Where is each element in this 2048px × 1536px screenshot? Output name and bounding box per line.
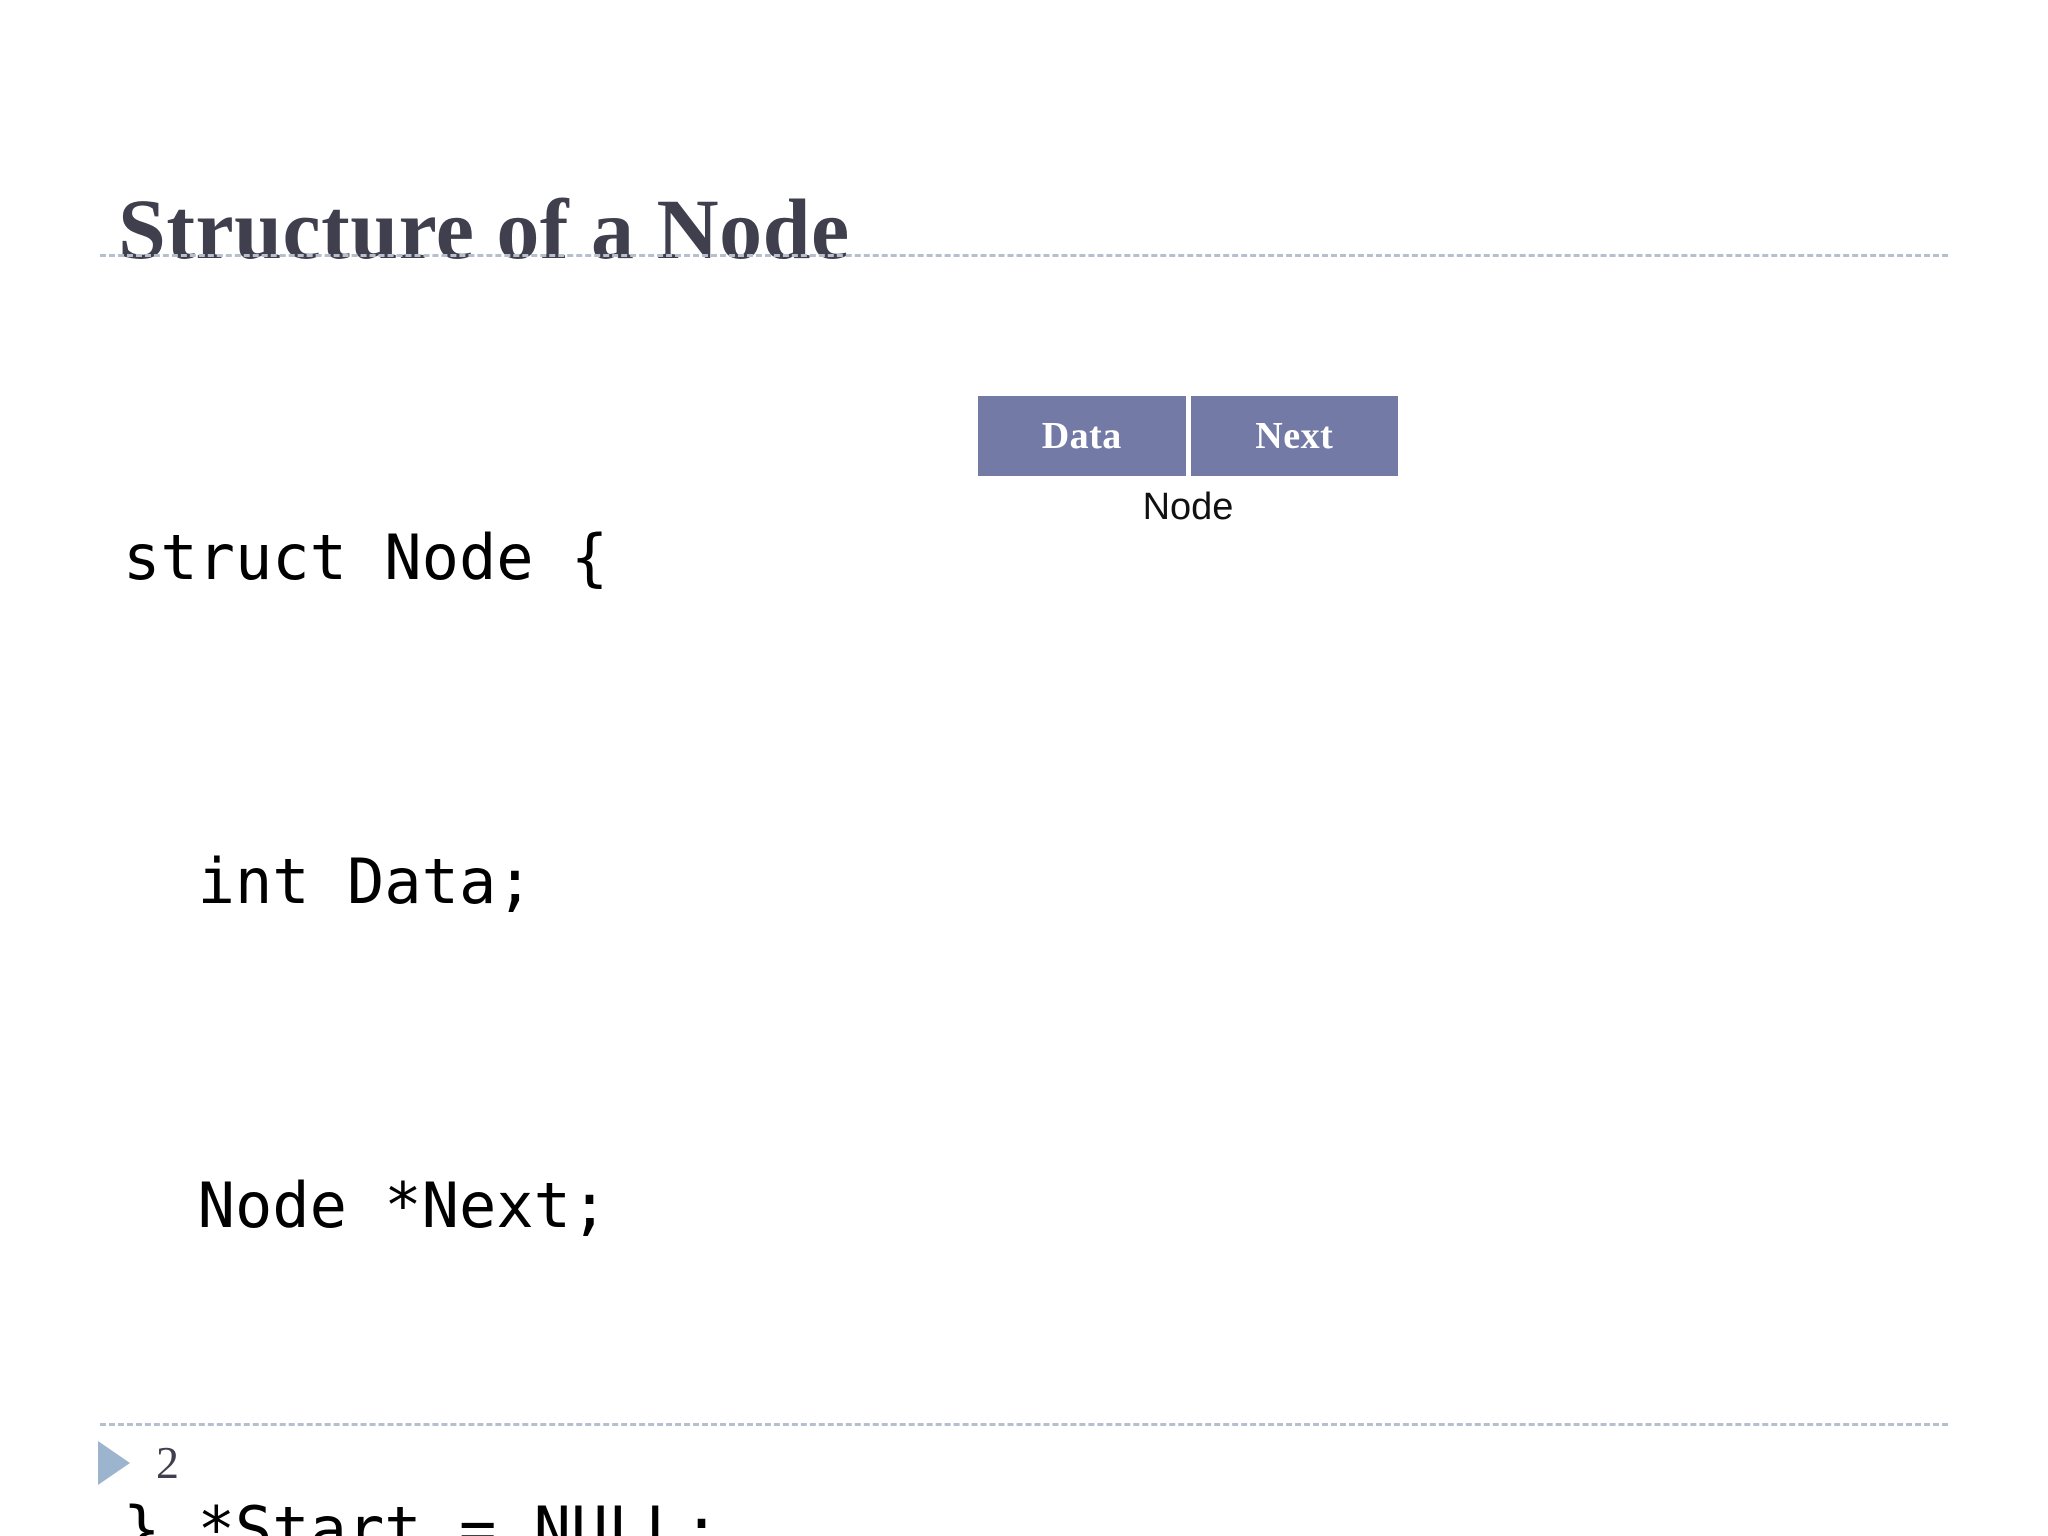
code-block: struct Node { int Data; Node *Next; } *S…	[123, 288, 720, 1536]
code-line: struct Node {	[123, 521, 609, 594]
node-diagram: Data Next Node	[978, 396, 1398, 529]
node-diagram-caption: Node	[1142, 486, 1234, 528]
footer-divider	[100, 1423, 1948, 1426]
page-title: Structure of a Node	[118, 180, 850, 277]
code-line: int Data;	[123, 845, 534, 918]
slide-footer: 2	[98, 1440, 179, 1486]
node-cell-data: Data	[978, 396, 1186, 476]
node-cell-next: Next	[1190, 396, 1398, 476]
code-line: } *Start = NULL;	[123, 1493, 721, 1536]
title-divider	[100, 254, 1948, 257]
page-number: 2	[156, 1437, 179, 1488]
node-box: Data Next	[978, 396, 1398, 476]
triangle-right-icon	[98, 1441, 130, 1485]
code-line: Node *Next;	[123, 1169, 609, 1242]
